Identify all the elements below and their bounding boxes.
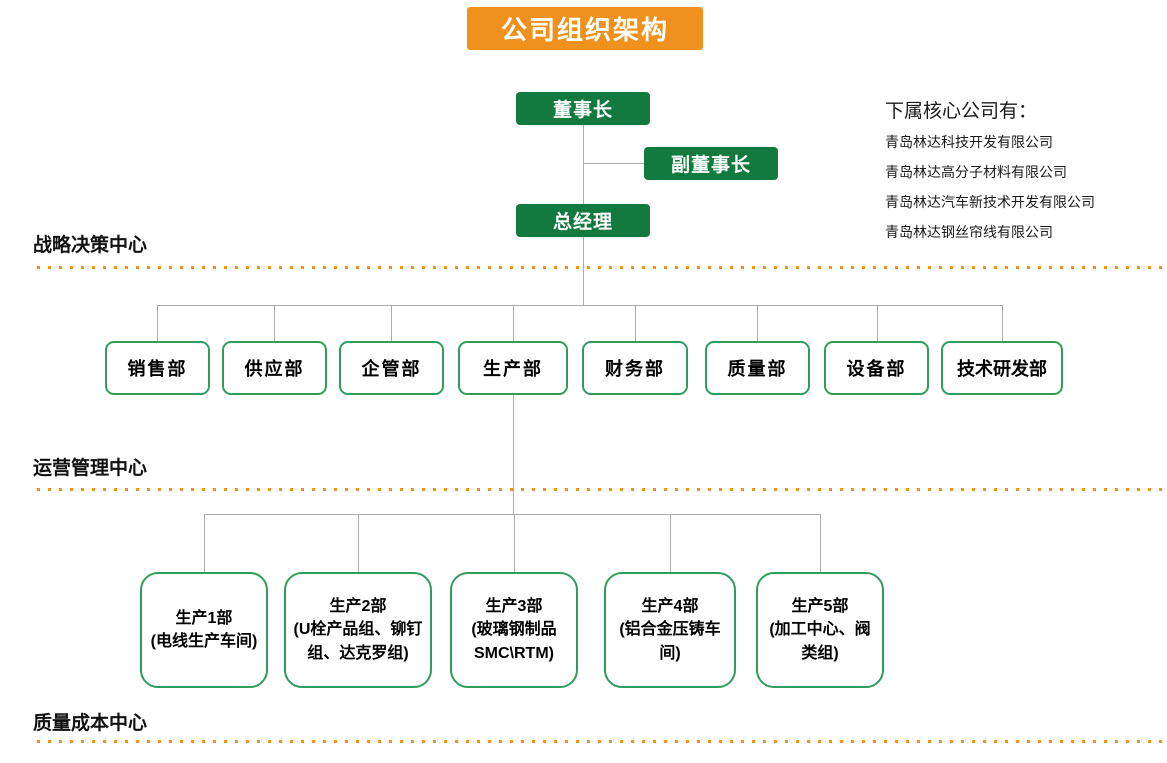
node-dept-quality: 质量部 <box>705 341 810 395</box>
section-label-strategy: 战略决策中心 <box>33 235 148 256</box>
subsidiaries-heading: 下属核心公司有： <box>885 101 1038 122</box>
connector-drop-dept-8 <box>1002 305 1003 341</box>
node-prod-unit-4: 生产4部 (铝合金压铸车间) <box>604 572 736 688</box>
node-vice-chairman: 副董事长 <box>644 147 778 180</box>
node-prod-unit-1: 生产1部 (电线生产车间) <box>140 572 268 688</box>
connector-drop-dept-2 <box>274 305 275 341</box>
subsidiary-item: 青岛林达高分子材料有限公司 <box>885 164 1067 180</box>
dotted-separator-1 <box>37 266 1167 269</box>
connector-dept-rail <box>157 305 1003 306</box>
dotted-separator-3 <box>37 740 1167 743</box>
connector-drop-prod-5 <box>820 514 821 572</box>
connector-drop-dept-4 <box>513 305 514 341</box>
node-chairman: 董事长 <box>516 92 650 125</box>
page-title: 公司组织架构 <box>467 7 703 50</box>
node-prod-unit-2: 生产2部 (U栓产品组、铆钉组、达克罗组) <box>284 572 432 688</box>
connector-drop-prod-3 <box>514 514 515 572</box>
connector-drop-prod-1 <box>204 514 205 572</box>
node-dept-supply: 供应部 <box>222 341 327 395</box>
subsidiary-item: 青岛林达科技开发有限公司 <box>885 134 1053 150</box>
subsidiary-item: 青岛林达钢丝帘线有限公司 <box>885 224 1053 240</box>
connector-chairman-gm <box>583 125 584 204</box>
connector-gm-down <box>583 237 584 305</box>
node-dept-production: 生产部 <box>458 341 568 395</box>
node-prod-unit-5: 生产5部 (加工中心、阀类组) <box>756 572 884 688</box>
node-dept-enterprise: 企管部 <box>339 341 444 395</box>
connector-drop-prod-2 <box>358 514 359 572</box>
connector-production-down <box>513 395 514 514</box>
connector-drop-dept-1 <box>157 305 158 341</box>
connector-drop-dept-5 <box>635 305 636 341</box>
connector-vice-chairman-branch <box>583 163 644 164</box>
connector-drop-prod-4 <box>670 514 671 572</box>
node-general-manager: 总经理 <box>516 204 650 237</box>
node-dept-sales: 销售部 <box>105 341 210 395</box>
dotted-separator-2 <box>37 488 1167 491</box>
connector-drop-dept-7 <box>877 305 878 341</box>
node-dept-rnd: 技术研发部 <box>941 341 1063 395</box>
node-prod-unit-3: 生产3部 (玻璃钢制品SMC\RTM) <box>450 572 578 688</box>
node-dept-finance: 财务部 <box>582 341 688 395</box>
connector-prod-rail <box>204 514 820 515</box>
subsidiary-item: 青岛林达汽车新技术开发有限公司 <box>885 194 1095 210</box>
connector-drop-dept-6 <box>757 305 758 341</box>
section-label-quality-cost: 质量成本中心 <box>33 713 148 734</box>
connector-drop-dept-3 <box>391 305 392 341</box>
section-label-operations: 运营管理中心 <box>33 458 148 479</box>
node-dept-equipment: 设备部 <box>824 341 929 395</box>
